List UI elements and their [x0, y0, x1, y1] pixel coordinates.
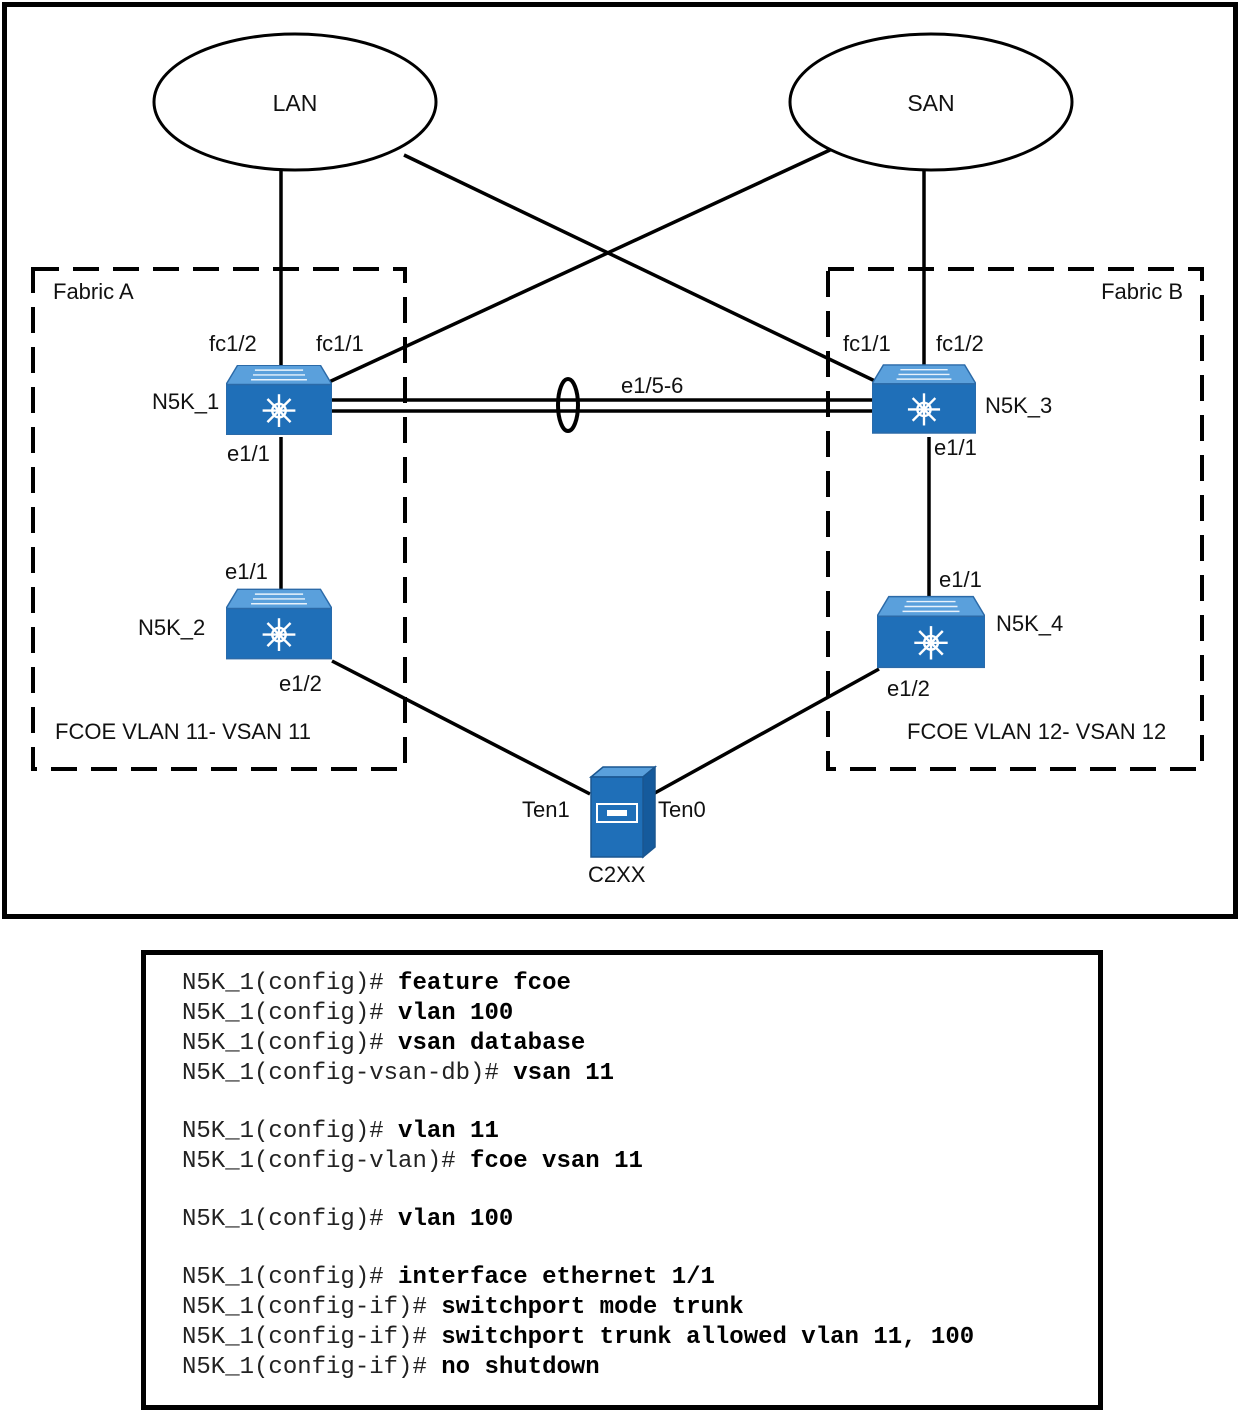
n5k3-name: N5K_3	[985, 393, 1052, 418]
cli-config-group: N5K_1(config)# vlan 100	[182, 1205, 1098, 1235]
cli-command: no shutdown	[441, 1354, 600, 1381]
n5k1-switch-icon	[226, 365, 332, 435]
cli-command: fcoe vsan 11	[470, 1148, 643, 1175]
n5k1-port-fc-right: fc1/1	[316, 331, 364, 356]
cli-command: switchport trunk allowed vlan 11, 100	[441, 1324, 975, 1351]
cli-prompt: N5K_1(config-vsan-db)#	[182, 1060, 514, 1087]
lan-cloud	[152, 32, 438, 172]
cli-config-line: N5K_1(config-vlan)# fcoe vsan 11	[182, 1147, 1098, 1177]
cli-config-line: N5K_1(config)# vlan 100	[182, 1205, 1098, 1235]
link-lan-n5k3	[403, 153, 878, 384]
cli-command: vlan 11	[398, 1118, 499, 1145]
n5k4-name: N5K_4	[996, 611, 1063, 636]
n5k3-port-fc-left: fc1/1	[843, 331, 891, 356]
fabric-b-boundary	[826, 267, 1204, 771]
cli-config-line: N5K_1(config-if)# no shutdown	[182, 1353, 1098, 1383]
link-san-n5k1	[328, 148, 831, 384]
n5k1-port-fc-left: fc1/2	[209, 331, 257, 356]
port-channel-label: e1/5-6	[621, 373, 683, 398]
cli-config-line: N5K_1(config)# vlan 100	[182, 999, 1098, 1029]
n5k1-port-down: e1/1	[227, 441, 270, 466]
san-cloud-label: SAN	[907, 90, 954, 116]
topology-diagram-frame: LAN SAN Fabric A Fabric B FCOE VLAN 11- …	[2, 2, 1238, 919]
fabric-a-title: Fabric A	[53, 279, 134, 304]
cli-prompt: N5K_1(config)#	[182, 1030, 399, 1057]
cli-config-line: N5K_1(config)# vsan database	[182, 1029, 1098, 1059]
cli-prompt: N5K_1(config)#	[182, 1206, 399, 1233]
fabric-a-boundary	[31, 267, 407, 771]
fabric-a-footer: FCOE VLAN 11- VSAN 11	[55, 719, 311, 744]
cli-config-line: N5K_1(config)# vlan 11	[182, 1117, 1098, 1147]
n5k2-name: N5K_2	[138, 615, 205, 640]
n5k4-port-up: e1/1	[939, 567, 982, 592]
n5k2-port-up: e1/1	[225, 559, 268, 584]
cli-command: switchport mode trunk	[441, 1294, 744, 1321]
fabric-b-title: Fabric B	[1101, 279, 1183, 304]
cli-prompt: N5K_1(config)#	[182, 970, 399, 997]
fabric-b-footer: FCOE VLAN 12- VSAN 12	[907, 719, 1166, 744]
cli-config-line: N5K_1(config-if)# switchport mode trunk	[182, 1293, 1098, 1323]
cli-prompt: N5K_1(config)#	[182, 1118, 399, 1145]
cli-command: vlan 100	[398, 1000, 514, 1027]
cli-command: feature fcoe	[398, 970, 571, 997]
n5k2-port-down: e1/2	[279, 671, 322, 696]
cli-prompt: N5K_1(config)#	[182, 1000, 399, 1027]
cli-prompt: N5K_1(config-vlan)#	[182, 1148, 471, 1175]
link-n5k4-server	[652, 667, 880, 796]
cli-command: vsan database	[398, 1030, 586, 1057]
cli-command: interface ethernet 1/1	[398, 1264, 715, 1291]
cli-config-line: N5K_1(config)# interface ethernet 1/1	[182, 1263, 1098, 1293]
port-channel-bundle-marker	[556, 377, 580, 433]
cli-command: vlan 100	[398, 1206, 514, 1233]
n5k1-name: N5K_1	[152, 389, 219, 414]
cli-config-line: N5K_1(config)# feature fcoe	[182, 969, 1098, 999]
san-cloud	[788, 32, 1074, 172]
cli-prompt: N5K_1(config-if)#	[182, 1294, 442, 1321]
lan-cloud-label: LAN	[273, 90, 318, 116]
n5k3-port-fc-right: fc1/2	[936, 331, 984, 356]
n5k4-switch-icon	[877, 595, 985, 669]
n5k4-port-down: e1/2	[887, 676, 930, 701]
server-port-right: Ten0	[658, 797, 706, 822]
cli-prompt: N5K_1(config)#	[182, 1264, 399, 1291]
cli-config-line: N5K_1(config-vsan-db)# vsan 11	[182, 1059, 1098, 1089]
link-n5k2-server	[331, 659, 591, 796]
topology-diagram: LAN SAN Fabric A Fabric B FCOE VLAN 11- …	[31, 32, 1204, 887]
server-port-left: Ten1	[522, 797, 570, 822]
cli-config-line: N5K_1(config-if)# switchport trunk allow…	[182, 1323, 1098, 1353]
server-name: C2XX	[588, 862, 646, 887]
c2xx-server-icon	[588, 765, 658, 859]
cli-prompt: N5K_1(config-if)#	[182, 1324, 442, 1351]
n5k3-port-down: e1/1	[934, 435, 977, 460]
n5k3-switch-icon	[872, 363, 976, 435]
n5k2-switch-icon	[226, 588, 332, 660]
cli-command: vsan 11	[513, 1060, 615, 1087]
cli-prompt: N5K_1(config-if)#	[182, 1354, 442, 1381]
